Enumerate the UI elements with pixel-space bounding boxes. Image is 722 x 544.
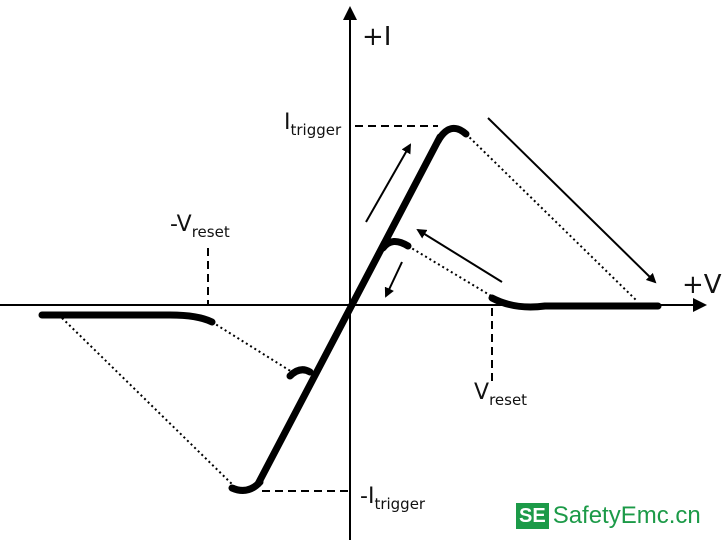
dashed-guides (207, 125, 493, 492)
neg-i-trigger-label: -Itrigger (360, 484, 426, 513)
watermark-logo: SE SafetyEmc.cn (516, 502, 701, 530)
iv-curve (38, 124, 662, 494)
logo-text: SafetyEmc.cn (552, 502, 701, 529)
axes (0, 6, 707, 540)
dotted-paths (61, 133, 637, 489)
direction-arrows (365, 117, 657, 298)
i-trigger-label: Itrigger (284, 110, 342, 139)
logo-box: SE (516, 503, 549, 529)
v-reset-label: Vreset (474, 380, 528, 409)
y-axis-label: +I (362, 22, 392, 52)
x-axis-label: +V (682, 270, 722, 300)
neg-v-reset-label: -Vreset (170, 212, 230, 241)
